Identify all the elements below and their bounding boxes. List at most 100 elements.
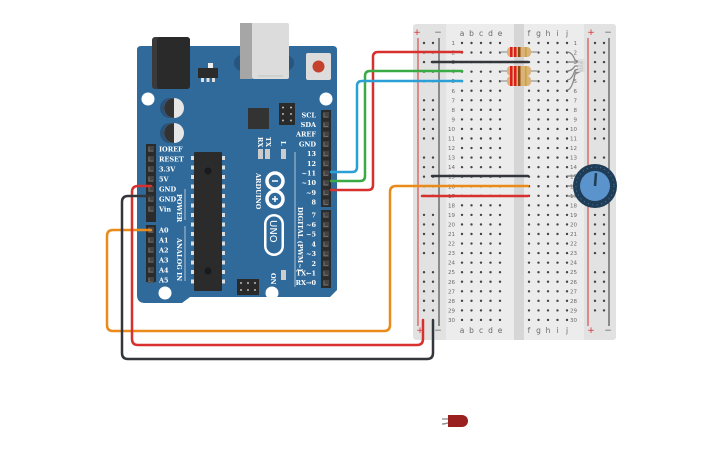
rail-hole[interactable] bbox=[431, 280, 435, 283]
breadboard-hole[interactable] bbox=[489, 299, 492, 303]
rail-hole[interactable] bbox=[602, 127, 606, 131]
breadboard-hole[interactable] bbox=[460, 251, 464, 255]
rail-hole[interactable] bbox=[602, 156, 606, 159]
breadboard-hole[interactable] bbox=[470, 51, 473, 54]
rail-hole[interactable] bbox=[422, 127, 426, 131]
breadboard-hole[interactable] bbox=[527, 309, 531, 312]
rail-hole[interactable] bbox=[422, 137, 426, 140]
breadboard-hole[interactable] bbox=[489, 41, 492, 45]
breadboard-hole[interactable] bbox=[479, 242, 483, 245]
breadboard-hole[interactable] bbox=[565, 290, 569, 293]
rail-hole[interactable] bbox=[593, 309, 597, 312]
rail-hole[interactable] bbox=[431, 309, 435, 312]
breadboard-hole[interactable] bbox=[556, 290, 559, 293]
rail-hole[interactable] bbox=[422, 232, 426, 236]
breadboard-hole[interactable] bbox=[479, 118, 483, 121]
breadboard-hole[interactable] bbox=[470, 299, 473, 303]
breadboard-hole[interactable] bbox=[498, 223, 502, 226]
breadboard-hole[interactable] bbox=[537, 194, 540, 197]
breadboard-hole[interactable] bbox=[460, 89, 464, 92]
rail-hole[interactable] bbox=[431, 232, 435, 236]
breadboard-hole[interactable] bbox=[546, 213, 550, 217]
breadboard-hole[interactable] bbox=[460, 290, 464, 293]
breadboard-hole[interactable] bbox=[470, 242, 473, 245]
breadboard-hole[interactable] bbox=[556, 146, 559, 150]
header-pin[interactable] bbox=[148, 277, 154, 283]
breadboard-hole[interactable] bbox=[537, 108, 540, 112]
rail-hole[interactable] bbox=[593, 70, 597, 73]
breadboard-hole[interactable] bbox=[546, 89, 550, 92]
breadboard-hole[interactable] bbox=[498, 290, 502, 293]
breadboard-hole[interactable] bbox=[546, 242, 550, 245]
breadboard-hole[interactable] bbox=[556, 251, 559, 255]
breadboard-hole[interactable] bbox=[498, 165, 502, 169]
breadboard-hole[interactable] bbox=[556, 99, 559, 102]
rail-hole[interactable] bbox=[602, 118, 606, 121]
breadboard-hole[interactable] bbox=[460, 318, 464, 322]
breadboard-hole[interactable] bbox=[489, 280, 492, 283]
breadboard-hole[interactable] bbox=[460, 156, 464, 159]
rail-hole[interactable] bbox=[602, 242, 606, 245]
breadboard-hole[interactable] bbox=[470, 261, 473, 264]
leds-group[interactable] bbox=[566, 51, 585, 91]
breadboard-hole[interactable] bbox=[498, 251, 502, 255]
breadboard-hole[interactable] bbox=[470, 280, 473, 283]
breadboard-hole[interactable] bbox=[546, 309, 550, 312]
breadboard-hole[interactable] bbox=[565, 137, 569, 140]
rail-hole[interactable] bbox=[593, 280, 597, 283]
breadboard-hole[interactable] bbox=[479, 156, 483, 159]
rail-hole[interactable] bbox=[602, 80, 606, 83]
breadboard-hole[interactable] bbox=[498, 118, 502, 121]
header-pin[interactable] bbox=[323, 121, 329, 128]
header-pin[interactable] bbox=[323, 250, 329, 257]
reset-button-cap[interactable] bbox=[312, 60, 325, 73]
breadboard-hole[interactable] bbox=[498, 204, 502, 207]
breadboard-hole[interactable] bbox=[498, 299, 502, 303]
breadboard-hole[interactable] bbox=[498, 108, 502, 112]
breadboard-hole[interactable] bbox=[479, 204, 483, 207]
breadboard-hole[interactable] bbox=[489, 223, 492, 226]
breadboard-hole[interactable] bbox=[537, 118, 540, 121]
breadboard-hole[interactable] bbox=[556, 213, 559, 217]
rail-hole[interactable] bbox=[593, 213, 597, 217]
rail-hole[interactable] bbox=[593, 156, 597, 159]
breadboard-hole[interactable] bbox=[489, 146, 492, 150]
breadboard-hole[interactable] bbox=[470, 41, 473, 45]
rail-hole[interactable] bbox=[431, 137, 435, 140]
breadboard-hole[interactable] bbox=[527, 146, 531, 150]
breadboard-hole[interactable] bbox=[537, 232, 540, 236]
breadboard-hole[interactable] bbox=[546, 318, 550, 322]
breadboard-hole[interactable] bbox=[556, 194, 559, 197]
breadboard-hole[interactable] bbox=[546, 204, 550, 207]
breadboard[interactable]: + − + − + − + − a b c d e f g h i j a b … bbox=[413, 24, 616, 340]
breadboard-hole[interactable] bbox=[479, 271, 483, 274]
breadboard-hole[interactable] bbox=[498, 99, 502, 102]
rail-hole[interactable] bbox=[422, 299, 426, 303]
breadboard-hole[interactable] bbox=[470, 118, 473, 121]
rail-hole[interactable] bbox=[593, 60, 597, 64]
breadboard-hole[interactable] bbox=[546, 80, 550, 83]
rail-hole[interactable] bbox=[422, 290, 426, 293]
rail-hole[interactable] bbox=[431, 108, 435, 112]
breadboard-hole[interactable] bbox=[479, 89, 483, 92]
rail-hole[interactable] bbox=[431, 118, 435, 121]
rail-hole[interactable] bbox=[431, 299, 435, 303]
header-pin[interactable] bbox=[148, 267, 154, 273]
breadboard-hole[interactable] bbox=[479, 70, 483, 73]
header-pin[interactable] bbox=[323, 221, 329, 228]
rail-hole[interactable] bbox=[431, 156, 435, 159]
header-pin[interactable] bbox=[323, 150, 329, 157]
breadboard-hole[interactable] bbox=[537, 242, 540, 245]
breadboard-hole[interactable] bbox=[460, 261, 464, 264]
breadboard-hole[interactable] bbox=[565, 165, 569, 169]
breadboard-hole[interactable] bbox=[527, 280, 531, 283]
breadboard-hole[interactable] bbox=[479, 280, 483, 283]
breadboard-hole[interactable] bbox=[537, 185, 540, 188]
breadboard-hole[interactable] bbox=[527, 99, 531, 102]
breadboard-hole[interactable] bbox=[546, 165, 550, 169]
resistor-1[interactable] bbox=[500, 47, 538, 57]
breadboard-hole[interactable] bbox=[537, 213, 540, 217]
breadboard-hole[interactable] bbox=[537, 41, 540, 45]
rail-hole[interactable] bbox=[422, 309, 426, 312]
breadboard-hole[interactable] bbox=[565, 271, 569, 274]
